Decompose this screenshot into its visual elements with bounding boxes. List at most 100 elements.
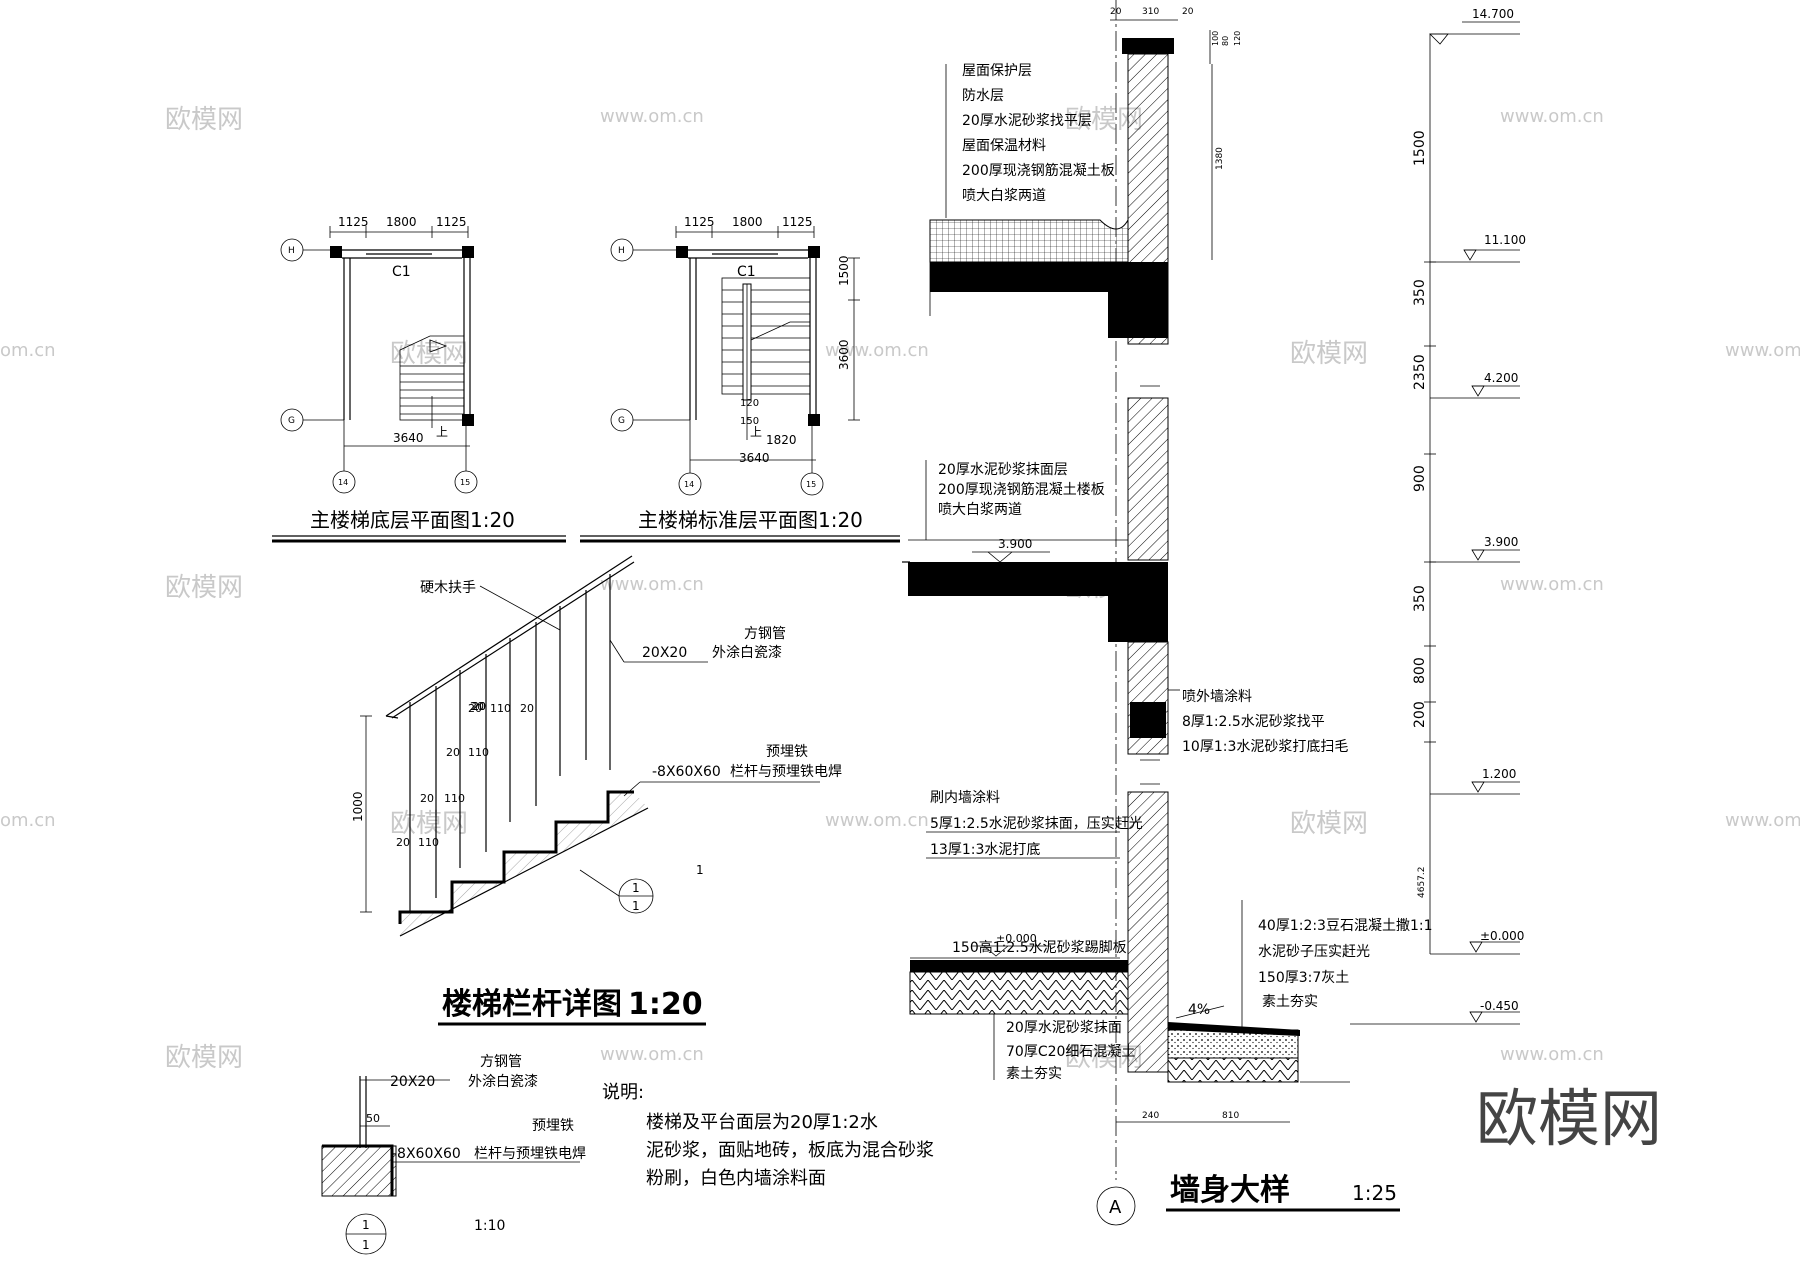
svg-text:-8X60X60: -8X60X60	[652, 764, 721, 780]
svg-text:100: 100	[1211, 31, 1220, 46]
svg-text:13厚1:3水泥打底: 13厚1:3水泥打底	[930, 841, 1040, 858]
svg-text:1500: 1500	[837, 255, 851, 286]
svg-text:预埋铁: 预埋铁	[532, 1118, 574, 1134]
svg-text:120: 120	[740, 398, 759, 409]
svg-text:3.900: 3.900	[1484, 535, 1518, 549]
notes: 说明: 楼梯及平台面层为20厚1:2水 泥砂浆，面贴地砖，板底为混合砂浆 粉刷，…	[602, 1082, 934, 1189]
svg-text:20X20: 20X20	[390, 1074, 435, 1090]
svg-text:欧模网: 欧模网	[165, 573, 243, 603]
svg-text:欧模网: 欧模网	[390, 339, 468, 369]
svg-text:1:10: 1:10	[474, 1218, 505, 1234]
svg-text:10厚1:3水泥砂浆打底扫毛: 10厚1:3水泥砂浆打底扫毛	[1182, 738, 1348, 755]
svg-text:A: A	[1109, 1197, 1122, 1218]
svg-text:20厚水泥砂浆抹面: 20厚水泥砂浆抹面	[1006, 1020, 1122, 1036]
svg-text:水泥砂子压实赶光: 水泥砂子压实赶光	[1258, 944, 1370, 960]
svg-text:屋面保温材料: 屋面保温材料	[962, 138, 1046, 154]
svg-text:上: 上	[750, 425, 762, 439]
svg-text:1000: 1000	[351, 791, 365, 822]
svg-text:200厚现浇钢筋混凝土板: 200厚现浇钢筋混凝土板	[962, 162, 1115, 179]
svg-text:5厚1:2.5水泥砂浆抹面，压实赶光: 5厚1:2.5水泥砂浆抹面，压实赶光	[930, 816, 1143, 832]
svg-text:1: 1	[696, 863, 704, 877]
svg-text:70厚C20细石混凝土: 70厚C20细石混凝土	[1006, 1044, 1135, 1060]
svg-text:15: 15	[806, 480, 816, 489]
svg-text:C1: C1	[737, 264, 756, 280]
svg-text:上: 上	[436, 425, 448, 439]
svg-text:1.200: 1.200	[1482, 767, 1516, 781]
svg-text:350: 350	[1412, 585, 1428, 612]
plan-std-title: 主楼梯标准层平面图1:20	[638, 508, 863, 532]
small-detail: 方钢管 20X20 外涂白瓷漆 50 预埋铁 -8X60X60 栏杆与预埋铁电焊…	[321, 1054, 586, 1255]
svg-text:2350: 2350	[1412, 354, 1428, 390]
svg-text:810: 810	[1222, 1111, 1239, 1121]
svg-text:20: 20	[472, 700, 486, 713]
svg-text:110: 110	[468, 746, 489, 759]
svg-text:www.om.cn: www.om.cn	[600, 106, 704, 127]
svg-text:110: 110	[444, 792, 465, 805]
svg-text:H: H	[618, 246, 625, 256]
svg-text:楼梯及平台面层为20厚1:2水: 楼梯及平台面层为20厚1:2水	[646, 1112, 878, 1133]
svg-text:1820: 1820	[766, 433, 797, 447]
svg-text:www.om.cn: www.om.cn	[1725, 340, 1800, 361]
svg-text:350: 350	[1412, 279, 1428, 306]
svg-text:±0.000: ±0.000	[996, 932, 1037, 945]
svg-text:20: 20	[1110, 7, 1122, 17]
svg-text:20: 20	[446, 746, 460, 759]
svg-text:方钢管: 方钢管	[744, 626, 786, 642]
svg-text:800: 800	[1412, 657, 1428, 684]
svg-text:150高1:2.5水泥砂浆踢脚板: 150高1:2.5水泥砂浆踢脚板	[952, 939, 1127, 956]
svg-text:刷内墙涂料: 刷内墙涂料	[930, 790, 1000, 806]
svg-text:15: 15	[460, 478, 470, 487]
svg-text:素土夯实: 素土夯实	[1006, 1066, 1062, 1082]
svg-text:www.om.cn: www.om.cn	[1500, 1044, 1604, 1065]
svg-text:1: 1	[632, 881, 640, 895]
svg-text:www.om.cn: www.om.cn	[1725, 810, 1800, 831]
svg-text:3.900: 3.900	[998, 537, 1032, 551]
plan-standard-floor: 1125 1800 1125 C1 120 150	[580, 215, 900, 543]
svg-text:栏杆与预埋铁电焊: 栏杆与预埋铁电焊	[730, 764, 842, 780]
svg-text:40厚1:2:3豆石混凝土撒1:1: 40厚1:2:3豆石混凝土撒1:1	[1258, 918, 1433, 934]
svg-text:方钢管: 方钢管	[480, 1054, 522, 1070]
svg-text:素土夯实: 素土夯实	[1262, 994, 1318, 1010]
svg-text:11.100: 11.100	[1484, 233, 1526, 247]
svg-text:www.om.cn: www.om.cn	[1500, 106, 1604, 127]
svg-text:说明:: 说明:	[602, 1082, 644, 1103]
railing-title: 楼梯栏杆详图	[442, 987, 622, 1022]
svg-text:900: 900	[1412, 465, 1428, 492]
svg-text:外涂白瓷漆: 外涂白瓷漆	[712, 645, 782, 661]
railing-scale: 1:20	[628, 987, 703, 1022]
svg-text:80: 80	[1221, 36, 1230, 46]
svg-text:1800: 1800	[732, 215, 763, 229]
svg-text:20: 20	[472, 700, 486, 713]
svg-text:4657.2: 4657.2	[1417, 867, 1427, 899]
svg-text:240: 240	[1142, 1111, 1159, 1121]
wall-title: 墙身大样	[1170, 1173, 1290, 1208]
svg-text:14: 14	[684, 480, 694, 489]
svg-text:20: 20	[520, 702, 534, 715]
svg-text:欧模网: 欧模网	[165, 105, 243, 135]
elevation-ruler: 14.700 11.100 4.200 3.900 1.200 ±0.000 -…	[1350, 7, 1526, 1025]
svg-text:欧模网: 欧模网	[1290, 339, 1368, 369]
brand-logo: 欧模网	[1476, 1082, 1662, 1155]
svg-text:±0.000: ±0.000	[1480, 929, 1524, 943]
svg-text:200厚现浇钢筋混凝土楼板: 200厚现浇钢筋混凝土楼板	[938, 481, 1105, 498]
plan-ground-floor: 1125 1800 1125 C1 上 3640 H	[272, 215, 566, 543]
svg-text:20X20: 20X20	[642, 645, 687, 661]
svg-text:50: 50	[366, 1112, 380, 1125]
svg-text:栏杆与预埋铁电焊: 栏杆与预埋铁电焊	[474, 1146, 586, 1162]
watermarks: 欧模网 www.om.cn 欧模网 www.om.cn om.cn 欧模网 ww…	[0, 105, 1800, 1073]
svg-text:20: 20	[468, 702, 482, 715]
svg-text:20: 20	[470, 700, 484, 713]
svg-text:120: 120	[1233, 31, 1242, 46]
svg-text:1: 1	[632, 899, 640, 913]
svg-text:泥砂浆，面贴地砖，板底为混合砂浆: 泥砂浆，面贴地砖，板底为混合砂浆	[646, 1140, 934, 1161]
svg-text:1125: 1125	[338, 215, 369, 229]
svg-text:喷大白浆两道: 喷大白浆两道	[938, 502, 1022, 518]
svg-text:200: 200	[1412, 701, 1428, 728]
svg-text:4.200: 4.200	[1484, 371, 1518, 385]
wall-section: A 20 310 20 100 80 120 1380	[902, 0, 1433, 1226]
svg-text:www.om.cn: www.om.cn	[825, 340, 929, 361]
svg-text:欧模网: 欧模网	[390, 809, 468, 839]
svg-text:20厚水泥砂浆找平层: 20厚水泥砂浆找平层	[962, 113, 1092, 129]
svg-text:欧模网: 欧模网	[165, 1043, 243, 1073]
